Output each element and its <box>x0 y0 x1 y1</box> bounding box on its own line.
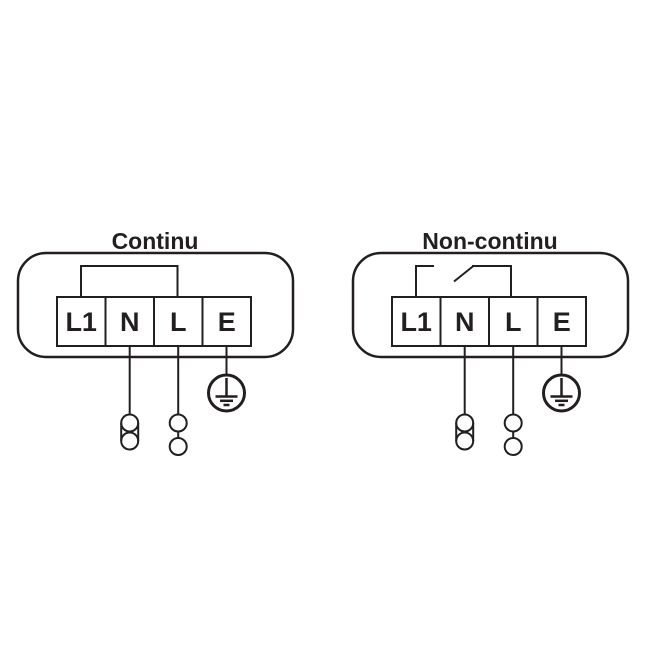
diagram-title-non-continu: Non-continu <box>422 228 557 254</box>
double-circle-link-connector-icon <box>455 413 475 451</box>
terminal-label-n: N <box>120 307 140 337</box>
terminal-label-l: L <box>505 307 522 337</box>
double-circle-link-connector-icon <box>120 413 140 451</box>
terminal-label-e: E <box>218 307 236 337</box>
terminal-label-e: E <box>553 307 571 337</box>
terminal-label-l1: L1 <box>400 307 432 337</box>
two-circle-connector-icon <box>503 413 523 456</box>
two-circle-connector-icon <box>168 413 188 456</box>
diagram-non-continu: Non-continu L1 N L E <box>351 228 630 456</box>
earth-ground-icon <box>542 373 581 413</box>
terminal-label-l: L <box>170 307 187 337</box>
diagram-continu: Continu L1 N L E <box>16 228 295 456</box>
open-switch-wire <box>415 264 512 297</box>
jumper-bridge-wire <box>80 265 179 297</box>
terminal-label-n: N <box>455 307 475 337</box>
earth-ground-icon <box>207 373 246 413</box>
device-outline <box>16 251 295 359</box>
device-outline <box>351 251 630 359</box>
diagram-title-continu: Continu <box>112 228 199 254</box>
terminal-label-l1: L1 <box>65 307 97 337</box>
